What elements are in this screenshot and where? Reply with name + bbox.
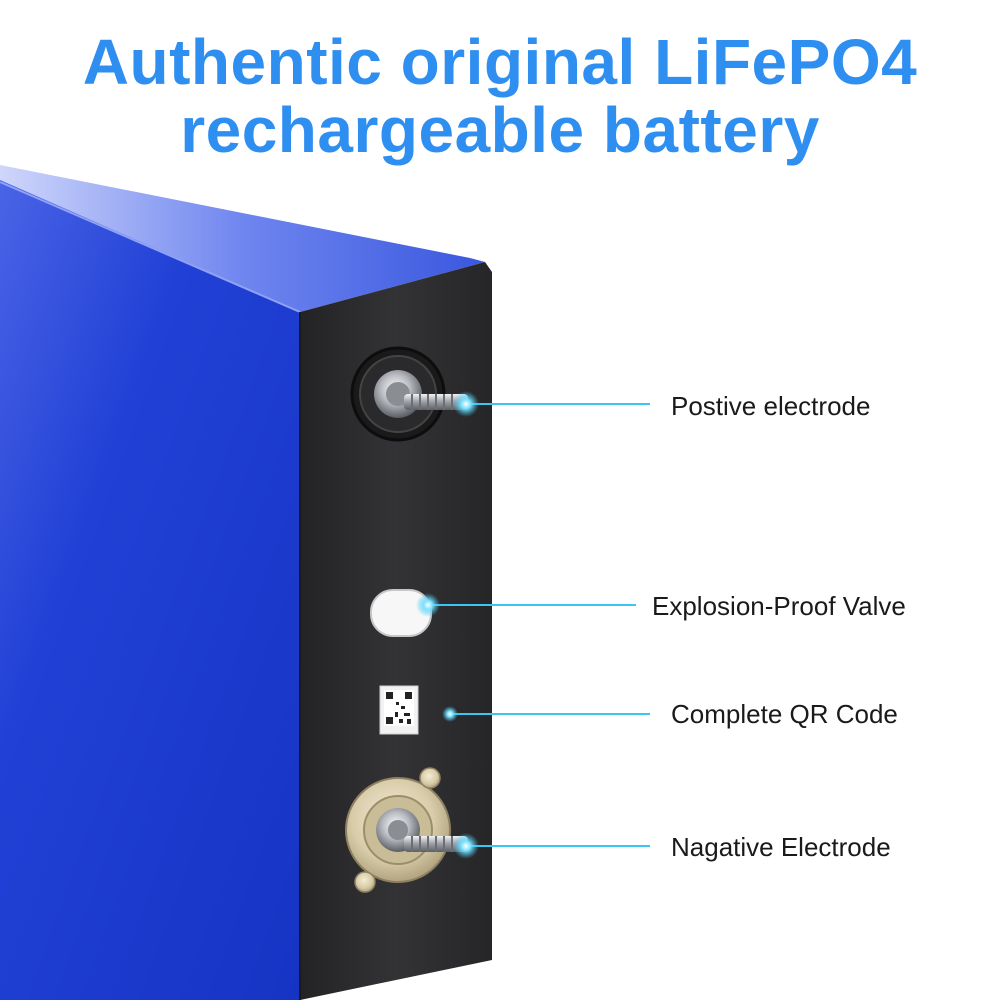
explosion-proof-valve-label: Explosion-Proof Valve <box>652 591 906 621</box>
callout-negative-pointer <box>453 833 650 859</box>
negative-electrode-label: Nagative Electrode <box>671 832 891 862</box>
page-title: Authentic original LiFePO4 rechargeable … <box>0 28 1000 164</box>
negative-terminal <box>345 767 468 893</box>
callout-qr-pointer <box>442 706 650 722</box>
qr-code-label: Complete QR Code <box>671 699 898 729</box>
qr-code-sticker <box>379 685 419 735</box>
callout-positive-pointer <box>453 391 650 417</box>
title-line-1: Authentic original LiFePO4 <box>82 26 918 98</box>
title-line-2: rechargeable battery <box>180 94 820 166</box>
positive-terminal <box>350 346 468 442</box>
battery-top-surface <box>0 165 485 312</box>
battery-side-body <box>0 180 300 1000</box>
callout-valve-pointer <box>416 593 636 617</box>
positive-electrode-label: Postive electrode <box>671 391 871 421</box>
